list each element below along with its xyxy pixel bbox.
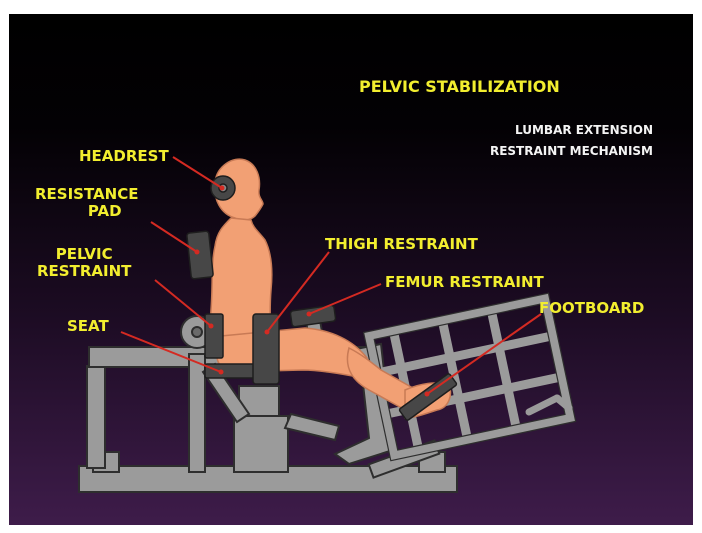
diagram-subtitle: LUMBAR EXTENSION RESTRAINT MECHANISM <box>490 124 653 159</box>
label-resistance-pad-line-2: PAD <box>35 203 138 220</box>
label-thigh-restraint: THIGH RESTRAINT <box>325 236 478 253</box>
label-headrest: HEADREST <box>79 148 169 165</box>
diagram-title: PELVIC STABILIZATION <box>359 78 560 96</box>
label-pelvic-restraint-line-1: PELVIC <box>37 246 131 263</box>
subtitle-line-2: RESTRAINT MECHANISM <box>490 145 653 158</box>
label-seat: SEAT <box>67 318 109 335</box>
label-pelvic-restraint-line-2: RESTRAINT <box>37 263 131 280</box>
label-pelvic-restraint: PELVIC RESTRAINT <box>37 246 131 280</box>
thigh-restraint-pad <box>253 314 279 384</box>
resistance-pad <box>187 231 214 279</box>
pelvic-pivot-hub <box>192 327 202 337</box>
rear-leg <box>87 366 105 468</box>
label-resistance-pad: RESISTANCE PAD <box>35 186 138 220</box>
pelvic-restraint-pad <box>205 314 223 358</box>
diagram-frame: PELVIC STABILIZATION LUMBAR EXTENSION RE… <box>9 14 693 525</box>
label-resistance-pad-line-1: RESISTANCE <box>35 186 138 203</box>
pedestal <box>234 416 288 472</box>
label-footboard: FOOTBOARD <box>539 300 644 317</box>
label-femur-restraint: FEMUR RESTRAINT <box>385 274 544 291</box>
subtitle-line-1: LUMBAR EXTENSION <box>490 124 653 137</box>
